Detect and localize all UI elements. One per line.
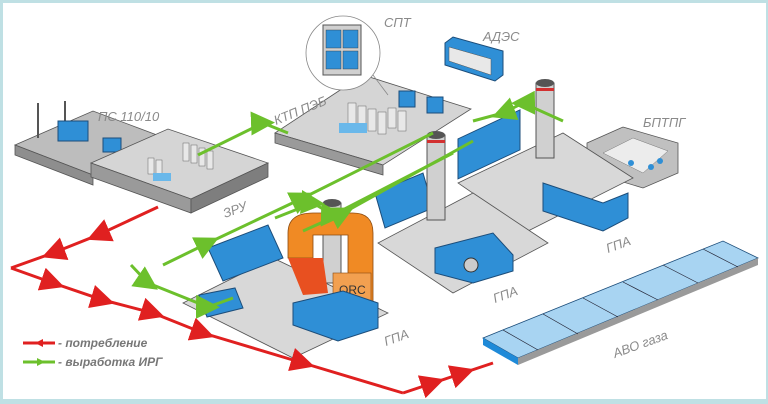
gen-line-gpa3: [302, 139, 474, 233]
legend-item-consumption: - потребление: [23, 335, 163, 351]
label-gpa-1: ГПА: [382, 326, 411, 349]
label-spt: СПТ: [384, 15, 412, 30]
gen-line-zru-gpa: [162, 131, 434, 267]
gen-line-bptpg: [472, 90, 564, 123]
green-arrow-right-icon: [23, 358, 55, 366]
substation-ps: [13, 101, 175, 186]
label-zru: ЗРУ: [221, 198, 251, 221]
ades-container: [444, 36, 504, 82]
cons-line-avo: [402, 361, 494, 399]
building-zru: [89, 128, 270, 214]
label-gpa-3: ГПА: [604, 233, 633, 256]
label-gpa-2: ГПА: [491, 283, 520, 306]
consumption-lines: [10, 205, 494, 399]
diagram-svg: ORC ПС 110/10 ЗРУ КТП ПЭБ СПТ АДЭС БПТПГ…: [10, 15, 759, 399]
legend: - потребление - выработка ИРГ: [23, 335, 163, 373]
label-bptpg: БПТПГ: [643, 115, 686, 130]
gpa-unit-3: [457, 79, 634, 232]
gen-line-ktp-zru: [197, 111, 289, 157]
gpa-unit-2: [374, 131, 549, 294]
label-ades: АДЭС: [482, 29, 520, 44]
avo-cooler: [482, 240, 759, 365]
building-ktp: [274, 74, 472, 176]
label-ps: ПС 110/10: [98, 109, 160, 124]
legend-generation-text: - выработка ИРГ: [58, 355, 163, 369]
legend-item-generation: - выработка ИРГ: [23, 354, 163, 370]
spt-callout: [305, 15, 389, 96]
legend-consumption-text: - потребление: [58, 336, 148, 350]
cons-line-left-bottom: [10, 266, 404, 395]
cons-line-zru-left: [10, 205, 159, 270]
red-arrow-left-icon: [23, 339, 55, 347]
label-avo: АВО газа: [610, 327, 670, 361]
gpa-unit-1: ORC: [182, 199, 389, 359]
